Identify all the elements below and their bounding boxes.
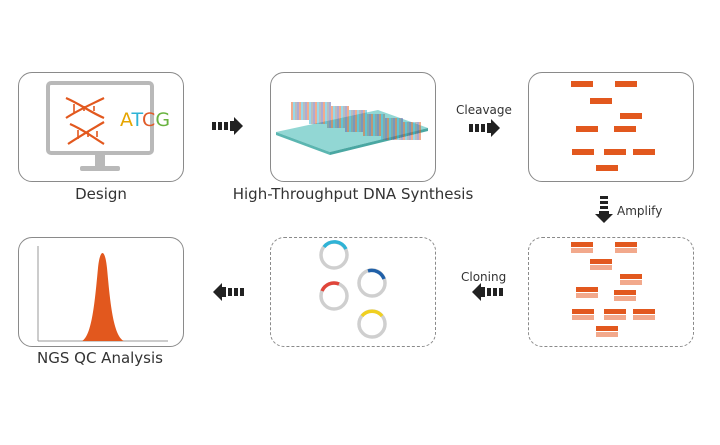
dna-fragment xyxy=(615,81,637,87)
amplified-fragment xyxy=(576,287,598,298)
cloning-box xyxy=(270,237,436,347)
amplified-fragment xyxy=(614,290,636,301)
amplify-label: Amplify xyxy=(617,204,663,218)
amplified-fragment xyxy=(620,274,642,285)
dna-fragment xyxy=(620,113,642,119)
fragments-box xyxy=(528,72,694,182)
amplified-fragment xyxy=(615,242,637,253)
amplified-fragment xyxy=(590,259,612,270)
dna-fragment xyxy=(596,165,618,171)
dna-fragment xyxy=(576,126,598,132)
atcg-letter-a: A xyxy=(120,109,132,131)
dna-fragment xyxy=(633,149,655,155)
amplified-fragment xyxy=(633,309,655,320)
atcg-letter-g: G xyxy=(155,109,171,131)
amplified-fragment xyxy=(571,242,593,253)
synthesis-box xyxy=(270,72,436,182)
design-label: Design xyxy=(75,185,127,203)
dna-fragment xyxy=(590,98,612,104)
cloning-label: Cloning xyxy=(461,270,507,284)
dna-fragment xyxy=(572,149,594,155)
atcg-letter-t: T xyxy=(131,109,143,131)
synthesis-label: High-Throughput DNA Synthesis xyxy=(232,185,474,203)
qc-label: NGS QC Analysis xyxy=(37,349,163,367)
qc-box xyxy=(18,237,184,347)
amplified-fragment xyxy=(604,309,626,320)
amplified-fragment xyxy=(596,326,618,337)
dna-fragment xyxy=(604,149,626,155)
dna-fragment xyxy=(614,126,636,132)
atcg-letter-c: C xyxy=(142,109,156,131)
cleavage-label: Cleavage xyxy=(456,103,512,117)
dna-fragment xyxy=(571,81,593,87)
amplified-fragment xyxy=(572,309,594,320)
atcg-text: ATCG xyxy=(120,109,170,131)
